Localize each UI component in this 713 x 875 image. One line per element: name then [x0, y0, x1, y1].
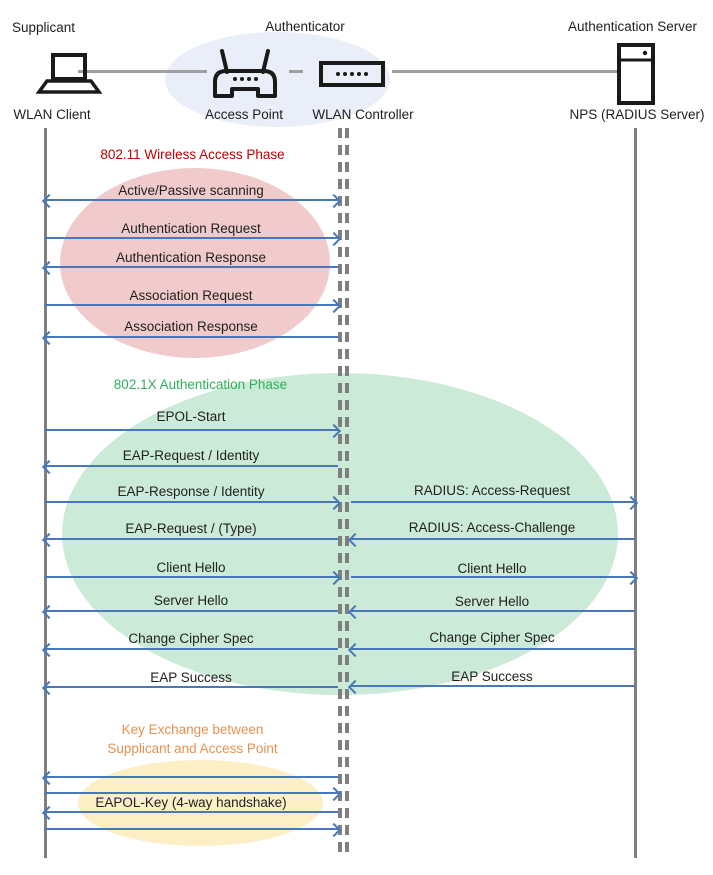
- message-arrow: [347, 642, 635, 658]
- message-arrow: [45, 495, 342, 511]
- lifeline-nps: [634, 128, 637, 858]
- message-label: Authentication Request: [121, 221, 261, 236]
- phase1-title: 802.11 Wireless Access Phase: [100, 147, 285, 162]
- message-label: Server Hello: [153, 593, 229, 608]
- device-label-access-point: Access Point: [204, 107, 284, 122]
- message-arrow: [351, 570, 639, 586]
- message-arrow: [41, 330, 338, 346]
- message-arrow: [41, 642, 338, 658]
- message-label: Change Cipher Spec: [128, 631, 254, 646]
- lifeline-wlan-client: [44, 128, 47, 858]
- message-arrow: [41, 459, 338, 475]
- message-label: Authentication Response: [115, 250, 267, 265]
- connector-line: [289, 70, 303, 73]
- actor-role-supplicant: Supplicant: [12, 20, 76, 35]
- lifeline-wlan-controller-dashed: [345, 128, 349, 854]
- server-icon: [615, 42, 657, 106]
- message-label: Client Hello: [457, 561, 527, 576]
- phase3-title-line1: Key Exchange between: [121, 722, 264, 737]
- message-arrow: [347, 532, 635, 548]
- message-arrow: [41, 805, 338, 821]
- access-point-icon: [208, 46, 282, 102]
- device-label-nps: NPS (RADIUS Server): [569, 107, 705, 122]
- message-label: EAP-Request / (Type): [125, 521, 257, 536]
- message-arrow: [41, 193, 342, 209]
- phase3-title-line2: Supplicant and Access Point: [107, 741, 278, 756]
- message-arrow: [45, 423, 342, 439]
- connector-line: [78, 70, 207, 73]
- message-arrow: [45, 231, 342, 247]
- message-label: EAP-Request / Identity: [122, 448, 260, 463]
- message-label: Client Hello: [156, 560, 226, 575]
- device-label-wlan-client: WLAN Client: [13, 107, 91, 122]
- message-arrow: [45, 570, 342, 586]
- authenticator-group-ellipse: [165, 32, 390, 127]
- device-label-wlan-controller: WLAN Controller: [312, 107, 414, 122]
- message-label: RADIUS: Access-Challenge: [408, 520, 576, 535]
- phase2-title: 802.1X Authentication Phase: [113, 377, 288, 392]
- message-arrow: [347, 604, 635, 620]
- handshake-label: EAPOL-Key (4-way handshake): [95, 795, 287, 810]
- message-arrow: [41, 260, 338, 276]
- message-label: Active/Passive scanning: [118, 183, 264, 198]
- actor-role-authenticator: Authenticator: [265, 19, 345, 34]
- message-arrow: [45, 822, 342, 838]
- message-arrow: [41, 680, 338, 696]
- message-arrow: [41, 532, 338, 548]
- message-label: Association Request: [129, 288, 253, 303]
- connector-line: [392, 70, 618, 73]
- message-label: EAP Success: [150, 670, 232, 685]
- message-arrow: [41, 604, 338, 620]
- message-label: EAP-Response / Identity: [117, 484, 265, 499]
- wlan-controller-icon: [318, 60, 386, 88]
- message-arrow: [45, 786, 342, 802]
- laptop-icon: [36, 52, 102, 98]
- message-label: Association Response: [124, 319, 258, 334]
- message-label: Server Hello: [454, 594, 530, 609]
- message-label: Change Cipher Spec: [429, 630, 555, 645]
- message-label: EAP Success: [451, 669, 533, 684]
- phase3-ellipse: [78, 760, 323, 846]
- message-arrow: [45, 298, 342, 314]
- message-label: EPOL-Start: [156, 409, 226, 424]
- message-arrow: [41, 770, 338, 786]
- message-label: RADIUS: Access-Request: [413, 483, 571, 498]
- message-arrow: [351, 495, 639, 511]
- message-arrow: [347, 679, 635, 695]
- actor-role-authentication-server: Authentication Server: [567, 19, 698, 34]
- lifeline-wlan-controller-dashed: [338, 128, 342, 854]
